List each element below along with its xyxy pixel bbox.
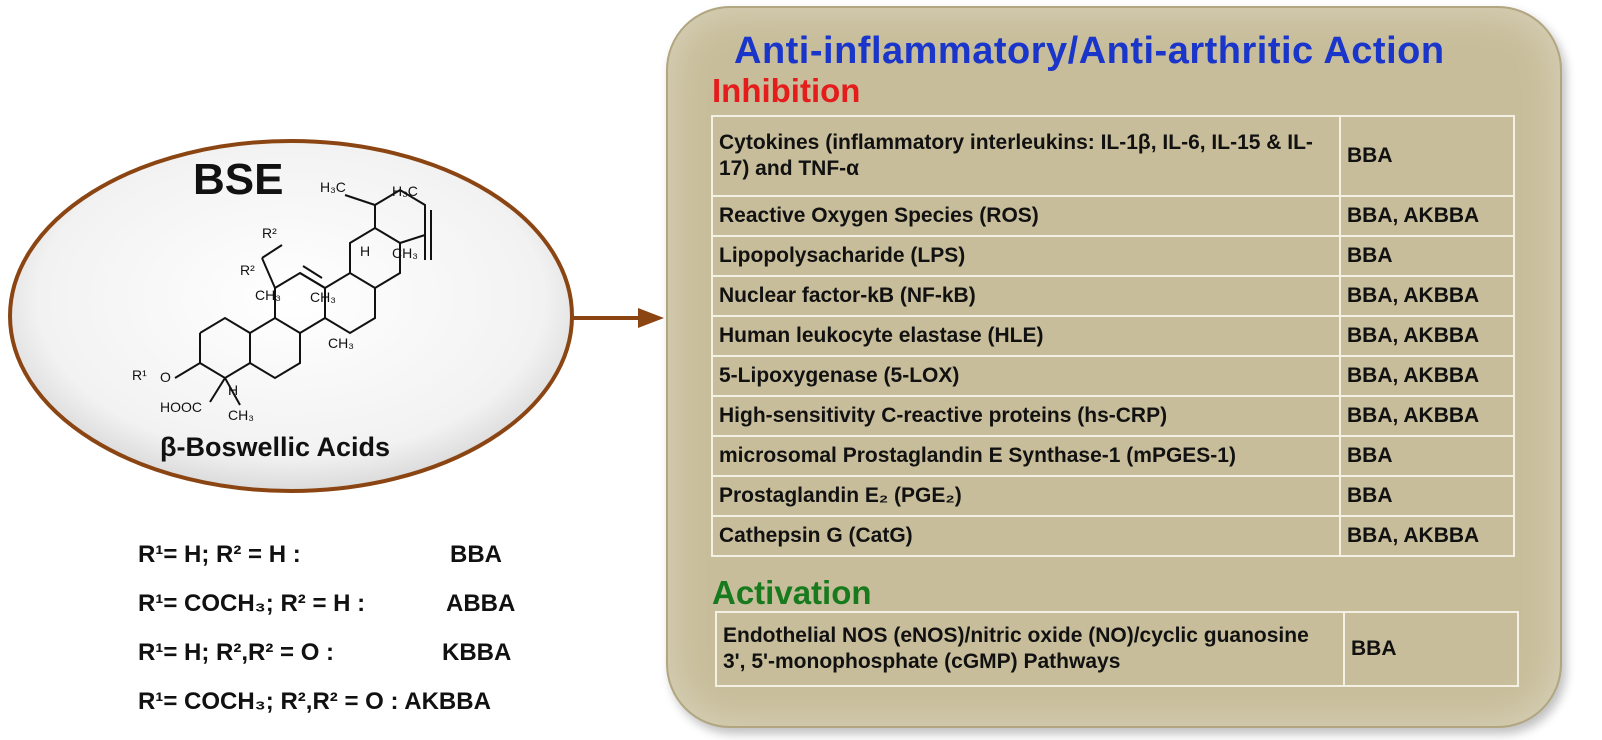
agent-cell: BBA, AKBBA	[1339, 515, 1515, 557]
substituent-code: KBBA	[442, 639, 512, 666]
effect-cell: Human leukocyte elastase (HLE)	[711, 315, 1341, 357]
table-row: Human leukocyte elastase (HLE) BBA, AKBB…	[711, 315, 1515, 357]
agent-cell: BBA, AKBBA	[1339, 315, 1515, 357]
structure-diagram: H₃C H₃C R² R² H CH₃ CH₃ CH₃ CH₃ R¹ O H H…	[8, 139, 664, 493]
table-row: Endothelial NOS (eNOS)/nitric oxide (NO)…	[715, 611, 1519, 687]
svg-text:H: H	[228, 382, 238, 398]
connector-arrow-head	[638, 308, 664, 328]
table-row: Reactive Oxygen Species (ROS) BBA, AKBBA	[711, 195, 1515, 237]
table-row: Cathepsin G (CatG) BBA, AKBBA	[711, 515, 1515, 557]
activation-heading: Activation	[712, 574, 872, 611]
substituent-formula: R¹= H; R²,R² = O :	[138, 639, 335, 666]
agent-cell: BBA, AKBBA	[1339, 195, 1515, 237]
agent-cell: BBA	[1339, 435, 1515, 477]
effect-cell: Prostaglandin E₂ (PGE₂)	[711, 475, 1341, 517]
effect-cell: 5-Lipoxygenase (5-LOX)	[711, 355, 1341, 397]
effect-cell: High-sensitivity C-reactive proteins (hs…	[711, 395, 1341, 437]
molecule-labels: H₃C H₃C R² R² H CH₃ CH₃ CH₃ CH₃ R¹ O H H…	[132, 179, 418, 423]
agent-cell: BBA, AKBBA	[1339, 395, 1515, 437]
effect-cell: Endothelial NOS (eNOS)/nitric oxide (NO)…	[715, 611, 1345, 687]
acid-caption: β-Boswellic Acids	[160, 432, 391, 462]
substituent-code: BBA	[450, 541, 502, 568]
agent-cell: BBA	[1343, 611, 1519, 687]
svg-text:H₃C: H₃C	[392, 183, 418, 199]
table-row: 5-Lipoxygenase (5-LOX) BBA, AKBBA	[711, 355, 1515, 397]
effect-cell: Reactive Oxygen Species (ROS)	[711, 195, 1341, 237]
agent-cell: BBA	[1339, 115, 1515, 197]
agent-cell: BBA, AKBBA	[1339, 355, 1515, 397]
substituent-formula: R¹= COCH₃; R²,R² = O : AKBBA	[138, 688, 491, 715]
substituent-row: R¹= H; R²,R² = O : KBBA	[138, 633, 558, 682]
svg-text:CH₃: CH₃	[255, 287, 281, 303]
svg-text:R²: R²	[262, 225, 277, 241]
agent-cell: BBA	[1339, 475, 1515, 517]
table-row: Cytokines (inflammatory interleukins: IL…	[711, 115, 1515, 197]
activation-table: Endothelial NOS (eNOS)/nitric oxide (NO)…	[715, 611, 1519, 687]
effect-cell: Cathepsin G (CatG)	[711, 515, 1341, 557]
agent-cell: BBA	[1339, 235, 1515, 277]
svg-text:R¹: R¹	[132, 367, 147, 383]
substituent-row: R¹= H; R² = H : BBA	[138, 535, 558, 584]
effect-cell: microsomal Prostaglandin E Synthase-1 (m…	[711, 435, 1341, 477]
table-row: High-sensitivity C-reactive proteins (hs…	[711, 395, 1515, 437]
effect-cell: Cytokines (inflammatory interleukins: IL…	[711, 115, 1341, 197]
bse-ellipse-group: H₃C H₃C R² R² H CH₃ CH₃ CH₃ CH₃ R¹ O H H…	[0, 0, 664, 740]
substituent-code: AKBBA	[404, 688, 491, 715]
svg-text:CH₃: CH₃	[328, 335, 354, 351]
svg-text:CH₃: CH₃	[392, 245, 418, 261]
effect-cell: Nuclear factor-kB (NF-kB)	[711, 275, 1341, 317]
svg-text:R²: R²	[240, 262, 255, 278]
inhibition-table: Cytokines (inflammatory interleukins: IL…	[711, 115, 1515, 557]
table-row: microsomal Prostaglandin E Synthase-1 (m…	[711, 435, 1515, 477]
substituent-row: R¹= COCH₃; R²,R² = O : AKBBA	[138, 682, 558, 731]
table-row: Lipopolysacharide (LPS) BBA	[711, 235, 1515, 277]
panel-title: Anti-inflammatory/Anti-arthritic Action	[734, 30, 1445, 72]
inhibition-heading: Inhibition	[712, 72, 861, 109]
svg-text:HOOC: HOOC	[160, 399, 202, 415]
effect-cell: Lipopolysacharide (LPS)	[711, 235, 1341, 277]
table-row: Nuclear factor-kB (NF-kB) BBA, AKBBA	[711, 275, 1515, 317]
bse-title: BSE	[193, 155, 284, 204]
svg-text:CH₃: CH₃	[310, 289, 336, 305]
substituent-row: R¹= COCH₃; R² = H : ABBA	[138, 584, 558, 633]
svg-text:CH₃: CH₃	[228, 407, 254, 423]
substituent-formula: R¹= H; R² = H :	[138, 541, 301, 568]
agent-cell: BBA, AKBBA	[1339, 275, 1515, 317]
substituent-formula: R¹= COCH₃; R² = H :	[138, 590, 366, 617]
substituent-code: ABBA	[446, 590, 516, 617]
svg-text:O: O	[160, 369, 171, 385]
substituent-list: R¹= H; R² = H : BBA R¹= COCH₃; R² = H : …	[138, 535, 558, 731]
svg-text:H₃C: H₃C	[320, 179, 346, 195]
action-panel: Anti-inflammatory/Anti-arthritic Action …	[666, 6, 1562, 728]
svg-text:H: H	[360, 243, 370, 259]
molecule-skeleton	[174, 188, 432, 406]
table-row: Prostaglandin E₂ (PGE₂) BBA	[711, 475, 1515, 517]
